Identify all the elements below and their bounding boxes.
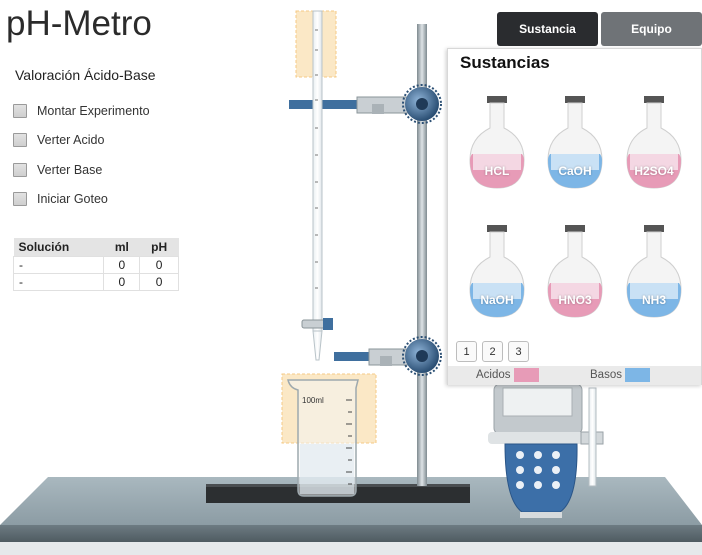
legend-base-swatch: [624, 368, 650, 382]
flask-icon: [469, 96, 525, 189]
cell-ph: 0: [139, 273, 179, 291]
page-button-2[interactable]: 2: [482, 341, 503, 362]
flask-label: NH3: [641, 293, 666, 307]
panel-title: Sustancias: [460, 53, 550, 72]
panel-tabs: Sustancia Equipo: [497, 12, 702, 46]
lower-clamp-arm: [334, 352, 372, 361]
page-button-1[interactable]: 1: [456, 341, 477, 362]
step-label: Verter Base: [37, 162, 103, 177]
table-row: - 0 0: [12, 273, 179, 291]
lab-bench-front: [0, 525, 702, 542]
legend-acid-label: Acidos: [476, 369, 511, 381]
experiment-steps: Montar Experimento Verter Acido Verter B…: [13, 96, 150, 214]
step-iniciar-goteo[interactable]: Iniciar Goteo: [13, 185, 150, 215]
flask-hcl[interactable]: HCL: [468, 96, 526, 192]
step-checkbox[interactable]: [13, 192, 27, 207]
stand-rod: [417, 24, 427, 486]
experiment-subtitle: Valoración Ácido-Base: [15, 67, 156, 83]
tab-sustancia[interactable]: Sustancia: [497, 12, 598, 46]
step-checkbox[interactable]: [13, 133, 27, 148]
legend-base: Basos: [590, 368, 650, 382]
flask-label: CaOH: [558, 164, 592, 178]
step-label: Verter Acido: [37, 133, 105, 148]
step-montar-experimento[interactable]: Montar Experimento: [13, 96, 150, 126]
cell-ml: 0: [103, 256, 141, 274]
flask-hno3[interactable]: HNO3: [546, 225, 604, 321]
cell-solucion: -: [12, 256, 105, 274]
flask-naoh[interactable]: NaOH: [468, 225, 526, 321]
flask-icon: [469, 225, 525, 318]
flask-label: HNO3: [558, 293, 592, 307]
col-header-ml: ml: [103, 238, 140, 257]
beaker-volume-label: 100ml: [302, 396, 324, 405]
table-header-row: Solución ml pH: [13, 238, 179, 257]
legend-acid: Acidos: [476, 368, 539, 382]
step-verter-base[interactable]: Verter Base: [13, 155, 150, 185]
flask-icon: [626, 96, 682, 189]
legend-acid-swatch: [513, 368, 539, 382]
step-verter-acido[interactable]: Verter Acido: [13, 126, 150, 156]
lab-bench-shadow: [0, 542, 702, 555]
flask-nh3[interactable]: NH3: [625, 225, 683, 321]
solution-table: Solución ml pH - 0 0 - 0 0: [12, 238, 179, 291]
app-title: pH-Metro: [6, 4, 152, 43]
burette-tube: [312, 10, 323, 332]
flask-icon: [626, 225, 682, 318]
cell-ml: 0: [103, 273, 141, 291]
substances-panel: Sustancias HCL CaOH H2SO4: [447, 48, 702, 385]
flask-label: NaOH: [480, 293, 514, 307]
step-checkbox[interactable]: [13, 162, 27, 177]
flask-h2so4[interactable]: H2SO4: [625, 96, 683, 192]
page-button-3[interactable]: 3: [508, 341, 529, 362]
cell-solucion: -: [12, 273, 105, 291]
flask-label: H2SO4: [634, 164, 674, 178]
tab-equipo[interactable]: Equipo: [601, 12, 702, 46]
flask-label: HCL: [484, 164, 510, 178]
step-label: Montar Experimento: [37, 103, 150, 118]
burette-ticks: [315, 29, 318, 289]
col-header-solucion: Solución: [13, 238, 104, 257]
step-checkbox[interactable]: [13, 103, 27, 118]
ph-electrode: [588, 387, 597, 487]
step-label: Iniciar Goteo: [37, 192, 108, 207]
flask-icon: [547, 96, 603, 189]
cell-ph: 0: [139, 256, 179, 274]
flask-caoh[interactable]: CaOH: [546, 96, 604, 192]
substance-legend: Acidos Basos: [448, 366, 701, 385]
table-row: - 0 0: [12, 256, 179, 274]
pagination: 1 2 3: [456, 341, 534, 362]
upper-clamp-arm: [289, 100, 359, 109]
flask-icon: [547, 225, 603, 318]
legend-base-label: Basos: [590, 369, 622, 381]
col-header-ph: pH: [139, 238, 179, 257]
